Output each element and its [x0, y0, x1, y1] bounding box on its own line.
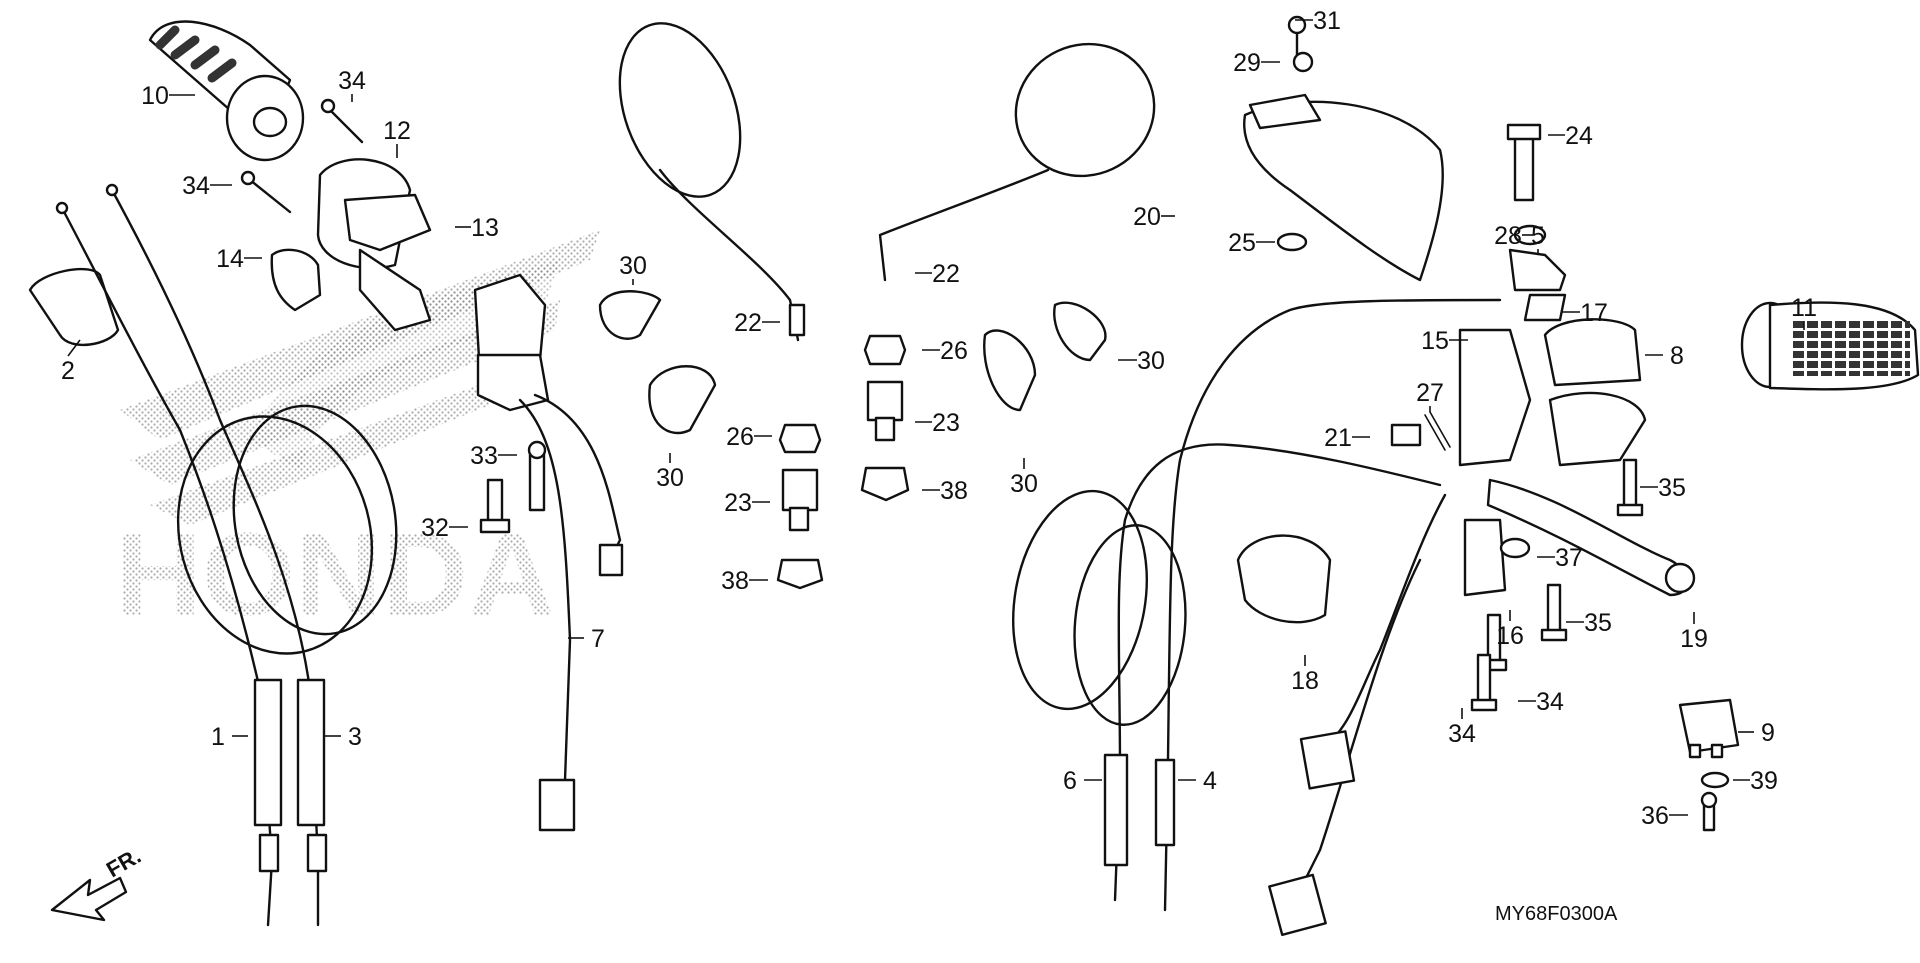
- bolt: [527, 440, 547, 512]
- callout-number: 6: [1063, 767, 1077, 795]
- callout-number: 18: [1291, 667, 1319, 695]
- right-switch-assembly: [1390, 248, 1696, 597]
- callout-number: 3: [348, 723, 362, 751]
- switch-harness: [1268, 493, 1447, 937]
- callout-number: 32: [421, 514, 449, 542]
- callout-number: 23: [724, 489, 752, 517]
- front-direction-arrow: FR.: [50, 843, 145, 922]
- switch-cover: [1236, 534, 1332, 624]
- callout-number: 16: [1496, 622, 1524, 650]
- screw: [1616, 458, 1644, 517]
- left-switch-harness: [473, 273, 624, 832]
- callout-number: 30: [1137, 347, 1165, 375]
- bolt: [1506, 123, 1542, 202]
- callout-number: 10: [141, 82, 169, 110]
- callout-leader: [67, 339, 81, 357]
- callout-number: 21: [1324, 424, 1352, 452]
- callout-number: 33: [470, 442, 498, 470]
- nut: [863, 334, 907, 366]
- adapter: [866, 380, 904, 442]
- callout-number: 35: [1658, 474, 1686, 502]
- cable-clamp: [983, 329, 1037, 412]
- callout-number: 39: [1750, 767, 1778, 795]
- callout-number: 25: [1228, 229, 1256, 257]
- nut: [778, 423, 822, 454]
- callout-number: 22: [734, 309, 762, 337]
- diagram-code: MY68F0300A: [1495, 903, 1618, 925]
- callout-labels: 1234567891011121314151617181920212222232…: [61, 7, 1817, 830]
- callout-number: 13: [471, 214, 499, 242]
- callout-number: 30: [656, 464, 684, 492]
- front-label: FR.: [102, 843, 145, 882]
- screw: [240, 170, 292, 214]
- hand-guard: [1243, 15, 1444, 282]
- left-grip: [28, 267, 120, 347]
- callout-number: 14: [216, 245, 244, 273]
- callout-number: 22: [932, 260, 960, 288]
- callout-number: 15: [1421, 327, 1449, 355]
- callout-number: 8: [1670, 342, 1684, 370]
- washer: [1700, 771, 1730, 789]
- right-grip: [1740, 301, 1920, 391]
- clutch-cable: [1011, 298, 1502, 912]
- callout-number: 30: [1010, 470, 1038, 498]
- callout-number: 24: [1565, 122, 1593, 150]
- screw: [320, 98, 364, 144]
- callout-number: 5: [1531, 222, 1545, 250]
- flange-nut: [860, 466, 910, 502]
- cable-clamp: [598, 290, 662, 340]
- callout-number: 19: [1680, 625, 1708, 653]
- callout-number: 27: [1416, 379, 1444, 407]
- callout-number: 36: [1641, 802, 1669, 830]
- left-mirror: [618, 22, 806, 342]
- callout-number: 34: [182, 172, 210, 200]
- callout-number: 11: [1791, 294, 1817, 322]
- callout-number: 30: [619, 252, 647, 280]
- adapter: [781, 468, 819, 532]
- callout-number: 23: [932, 409, 960, 437]
- flange-nut: [776, 558, 824, 590]
- screw: [1700, 791, 1718, 832]
- callout-number: 26: [940, 337, 968, 365]
- cable-clamp: [1053, 301, 1107, 362]
- callout-number: 9: [1761, 719, 1775, 747]
- throttle-cables: [55, 183, 398, 927]
- callout-number: 38: [940, 477, 968, 505]
- right-mirror: [878, 42, 1156, 282]
- callout-number: 7: [591, 625, 605, 653]
- callout-number: 34: [1448, 720, 1476, 748]
- callout-number: 29: [1233, 49, 1261, 77]
- cable-clamp: [648, 365, 717, 435]
- brake-light-switch: [1678, 698, 1740, 759]
- throttle-housing: [270, 158, 432, 332]
- callout-number: 17: [1580, 299, 1608, 327]
- throttle-grip: [148, 20, 305, 162]
- callout-number: 4: [1203, 767, 1217, 795]
- bolt: [479, 478, 511, 534]
- callout-number: 28: [1494, 222, 1522, 250]
- callout-number: 20: [1133, 203, 1161, 231]
- callout-number: 34: [1536, 688, 1564, 716]
- callout-number: 2: [61, 357, 75, 385]
- callout-number: 31: [1313, 7, 1341, 35]
- callout-number: 12: [383, 117, 411, 145]
- callout-number: 34: [338, 67, 366, 95]
- callout-number: 1: [211, 723, 225, 751]
- callout-number: 37: [1555, 544, 1583, 572]
- callout-number: 38: [721, 567, 749, 595]
- callout-number: 26: [726, 423, 754, 451]
- callout-number: 35: [1584, 609, 1612, 637]
- screw: [1540, 583, 1568, 642]
- screw: [1470, 653, 1498, 712]
